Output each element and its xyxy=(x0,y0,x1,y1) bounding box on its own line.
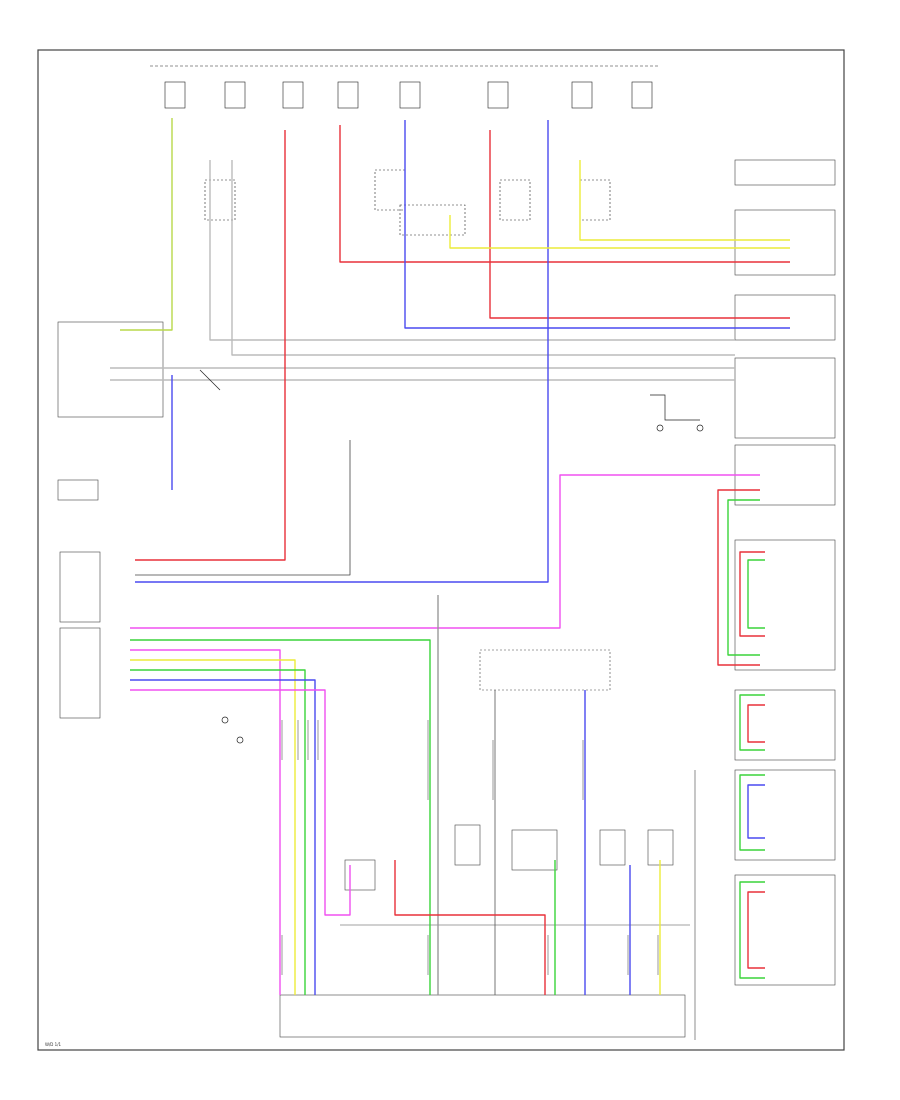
wire-red-right-1 xyxy=(717,489,760,666)
wire-blue-bus xyxy=(130,679,316,995)
wire-blue-2 xyxy=(135,120,549,583)
wire-green-bus-2 xyxy=(130,669,306,995)
wire-blue-right-1 xyxy=(747,784,765,839)
wire-harness xyxy=(110,118,790,995)
wire-green-right-5 xyxy=(739,881,765,979)
wire-yellow-2 xyxy=(579,160,790,241)
wire-pink-1 xyxy=(130,474,760,629)
wire-red-right-4 xyxy=(747,891,765,969)
pin-markers xyxy=(281,720,659,975)
wire-black-1 xyxy=(135,440,351,576)
wire-pink-bus xyxy=(130,649,281,995)
diagram-frame xyxy=(37,49,845,1051)
wire-red-right-2 xyxy=(739,551,765,637)
wire-gray-2 xyxy=(231,160,735,356)
wire-green-right-3 xyxy=(739,694,765,751)
left-ecu-blocks xyxy=(57,321,696,1040)
wire-red-2 xyxy=(339,125,790,263)
switch-symbols xyxy=(199,369,704,744)
wire-red-right-3 xyxy=(747,704,765,743)
wire-yellow-bus xyxy=(130,659,296,995)
wire-yellow-green-1 xyxy=(120,118,173,331)
wire-red-3 xyxy=(489,130,790,319)
right-component-stack xyxy=(734,159,836,986)
footer-code: W/D 1/1 xyxy=(45,1042,62,1047)
wire-green-right-2 xyxy=(747,559,765,629)
wire-red-1 xyxy=(135,130,286,561)
top-fuse-row xyxy=(150,65,660,236)
wire-green-right-1 xyxy=(727,499,760,656)
wire-green-bus xyxy=(130,639,431,995)
wire-blue-1 xyxy=(404,120,790,329)
wire-yellow-1 xyxy=(449,215,790,249)
wire-gray-1 xyxy=(209,160,735,341)
wire-green-right-4 xyxy=(739,774,765,851)
wire-red-bus xyxy=(394,860,546,995)
wire-pink-bus-2 xyxy=(130,689,351,916)
